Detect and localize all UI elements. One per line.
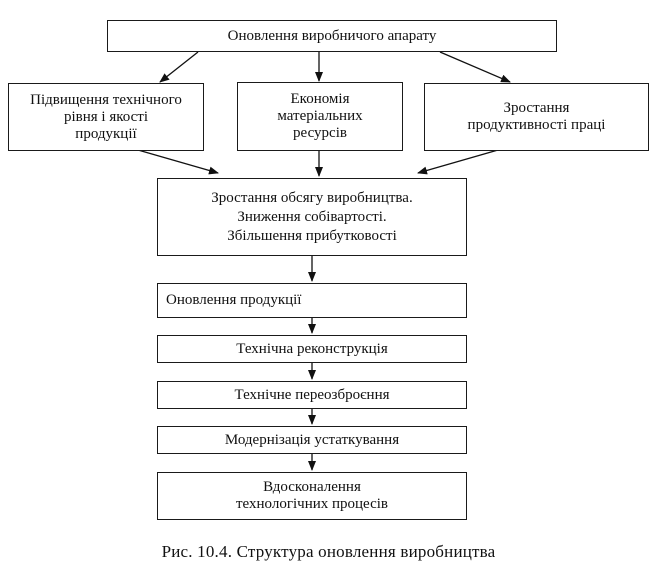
result-box: Зростання обсягу виробництва. Зниження с… <box>157 178 467 256</box>
factor-box-1-line-2: рівня і якості <box>63 108 149 125</box>
chain-box-technical-reequipment: Технічне переозброєння <box>157 381 467 409</box>
figure-caption: Рис. 10.4. Структура оновлення виробницт… <box>161 542 496 561</box>
factor-box-1-line-3: продукції <box>75 125 137 142</box>
top-box-label: Оновлення виробничого апарату <box>227 27 437 44</box>
result-box-line-2: Зниження собівартості. <box>237 208 387 225</box>
factor-box-3-line-1: Зростання <box>503 100 570 116</box>
top-box: Оновлення виробничого апарату <box>107 20 557 52</box>
chain-box-1-label: Оновлення продукції <box>166 292 302 308</box>
factor-box-technical-level: Підвищення технічного рівня і якості про… <box>8 83 204 151</box>
chain-box-process-improvement: Вдосконалення технологічних процесів <box>157 472 467 520</box>
arrow-factor-3-to-result <box>417 149 499 175</box>
chain-box-5-line-1: Вдосконалення <box>263 479 361 495</box>
chain-box-technical-reconstruction: Технічна реконструкція <box>157 335 467 363</box>
result-box-line-3: Збільшення прибутковості <box>227 227 397 244</box>
arrow-top-to-factor-3 <box>439 51 511 83</box>
result-box-line-1: Зростання обсягу виробництва. <box>211 189 413 206</box>
factor-box-resource-economy: Економія матеріальних ресурсів <box>237 82 403 151</box>
chain-box-2-label: Технічна реконструкція <box>236 340 388 357</box>
factor-box-2-line-1: Економія <box>290 91 350 107</box>
chain-box-3-label: Технічне переозброєння <box>234 386 390 403</box>
factor-box-2-line-2: матеріальних <box>277 108 363 124</box>
chain-box-equipment-modernization: Модернізація устаткування <box>157 426 467 454</box>
chain-box-product-renewal: Оновлення продукції <box>157 283 467 318</box>
arrow-factor-1-to-result <box>137 149 219 175</box>
chain-box-5-line-2: технологічних процесів <box>236 496 388 512</box>
factor-box-productivity: Зростання продуктивності праці <box>424 83 649 151</box>
chain-box-4-label: Модернізація устаткування <box>224 431 400 448</box>
arrow-top-to-factor-1 <box>159 51 199 83</box>
factor-box-3-line-2: продуктивності праці <box>467 117 606 133</box>
factor-box-1-line-1: Підвищення технічного <box>30 91 182 108</box>
factor-box-2-line-3: ресурсів <box>293 125 347 141</box>
